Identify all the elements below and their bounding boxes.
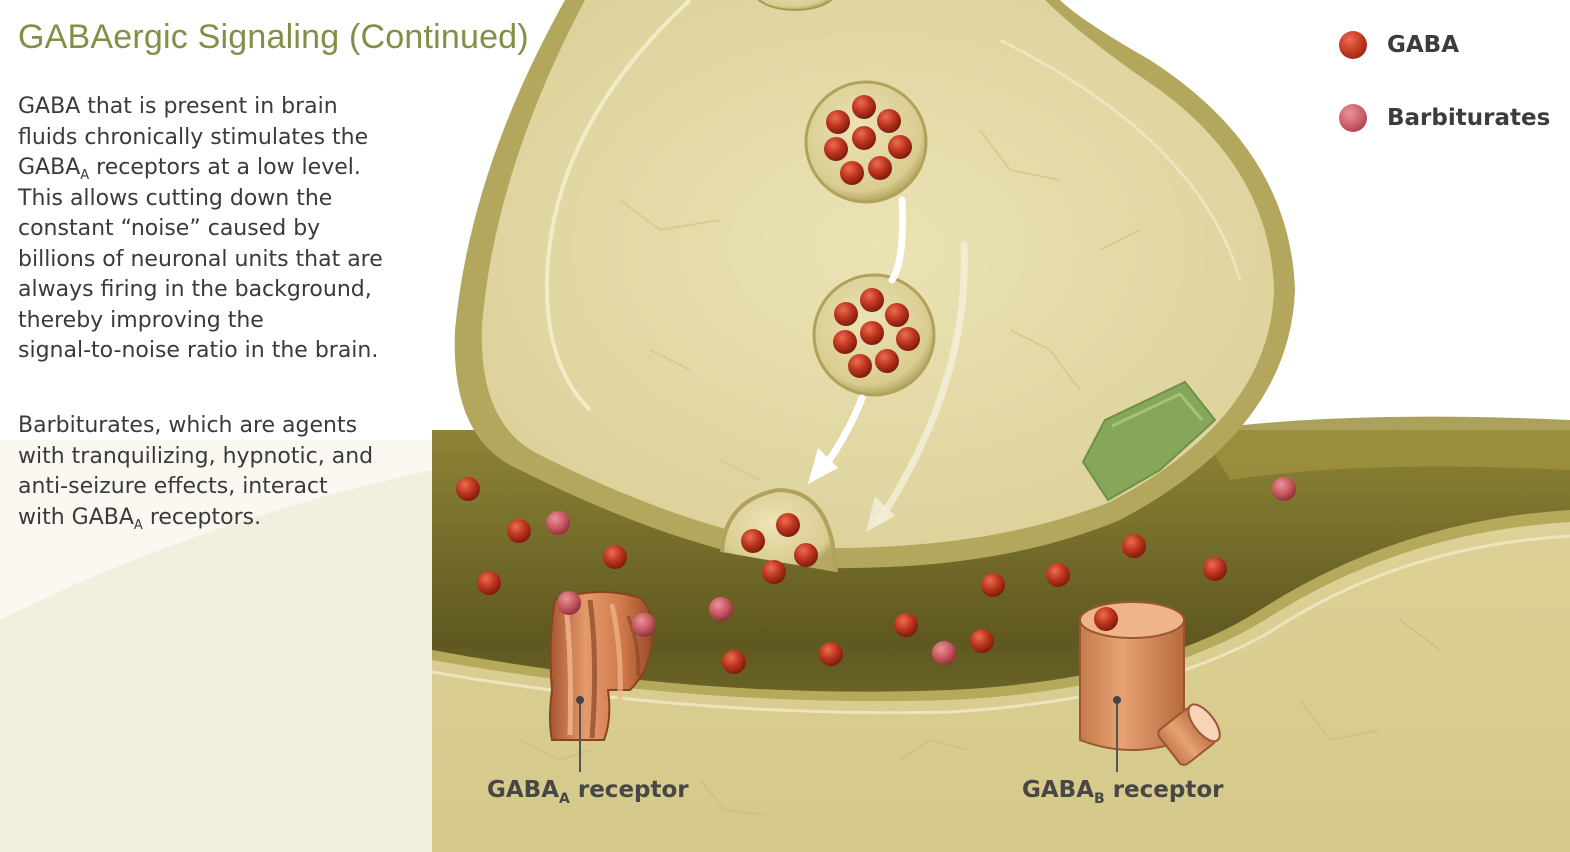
gaba-molecule-icon — [848, 354, 872, 378]
legend-item-gaba: GABA — [1339, 31, 1459, 59]
barbiturate-molecule-icon — [709, 597, 733, 621]
subscript: B — [1094, 791, 1105, 807]
gaba-molecule-icon — [741, 529, 765, 553]
gaba-molecule-icon — [888, 135, 912, 159]
gaba-molecule-icon — [1094, 607, 1118, 631]
gaba-molecule-icon — [819, 642, 843, 666]
subscript: A — [133, 517, 143, 533]
text-line: This allows cutting down the — [18, 185, 333, 211]
page-title: GABAergic Signaling (Continued) — [18, 18, 529, 56]
gaba-molecule-icon — [507, 519, 531, 543]
gaba-molecule-icon — [826, 110, 850, 134]
gaba-molecule-icon — [1203, 557, 1227, 581]
text-line: with tranquilizing, hypnotic, and — [18, 443, 374, 469]
text-line: signal-to-noise ratio in the brain. — [18, 338, 379, 363]
outer-membrane — [1200, 416, 1570, 480]
reuptake-path-arrow — [876, 241, 968, 524]
gaba-molecule-icon — [722, 650, 746, 674]
gaba-molecule-icon — [852, 95, 876, 119]
text-fragment: receptor — [569, 777, 689, 803]
text-line: anti-seizure effects, interact — [18, 474, 328, 499]
gaba-molecule-icon — [603, 545, 627, 569]
text-fragment: GABA — [487, 777, 560, 803]
gaba-molecule-icon — [840, 161, 864, 185]
barbiturate-molecules — [546, 477, 1296, 665]
label-leader-lines — [576, 696, 1121, 772]
gaba-molecule-icon — [794, 543, 818, 567]
gaba-molecule-icon — [456, 477, 480, 501]
gaba-molecule-icon — [981, 573, 1005, 597]
gaba-b-receptor-label: GABAB receptor — [1022, 777, 1224, 806]
text-fragment: GABA — [1022, 777, 1095, 803]
barbiturate-molecule-icon — [1272, 477, 1296, 501]
barbiturates-description-paragraph: Barbiturates, which are agents with tran… — [18, 411, 428, 533]
text-line: billions of neuronal units that are — [18, 246, 383, 272]
gaba-molecule-icon — [868, 156, 892, 180]
text-fragment: with GABA — [18, 504, 134, 530]
text-line: GABA that is present in brain — [18, 94, 338, 119]
barbiturate-molecule-icon — [632, 613, 656, 637]
subscript: A — [80, 168, 90, 183]
gaba-molecule-icon — [896, 327, 920, 351]
gaba-molecule-icon — [894, 613, 918, 637]
barbiturate-molecule-icon — [1339, 104, 1367, 132]
text-line: GABAA receptors at a low level. — [18, 153, 428, 184]
text-line: constant “noise” caused by — [18, 216, 321, 241]
transporter-protein — [1081, 380, 1217, 502]
arrowhead-2 — [866, 496, 895, 532]
subscript: A — [559, 791, 570, 807]
gaba-molecules — [456, 95, 1227, 674]
gaba-molecule-icon — [1122, 534, 1146, 558]
gaba-molecule-icon — [762, 560, 786, 584]
text-line: always firing in the background, — [18, 277, 372, 302]
gaba-molecule-icon — [1339, 31, 1367, 59]
text-fragment: GABA — [18, 155, 81, 180]
gaba-molecule-icon — [860, 288, 884, 312]
gaba-molecule-icon — [477, 571, 501, 595]
gaba-molecule-icon — [885, 303, 909, 327]
legend-label-barbiturates: Barbiturates — [1387, 105, 1551, 131]
gaba-molecule-icon — [860, 321, 884, 345]
gaba-molecule-icon — [1046, 563, 1070, 587]
text-fragment: receptors. — [142, 504, 262, 530]
gaba-molecule-icon — [875, 349, 899, 373]
barbiturate-molecule-icon — [557, 591, 581, 615]
gaba-a-receptor-label: GABAA receptor — [487, 777, 689, 806]
text-fragment: receptors at a low level. — [89, 155, 361, 180]
gaba-molecule-icon — [852, 126, 876, 150]
text-line: Barbiturates, which are agents — [18, 413, 358, 438]
barbiturate-molecule-icon — [546, 511, 570, 535]
gaba-molecule-icon — [877, 109, 901, 133]
text-fragment: receptor — [1104, 777, 1224, 803]
legend-label-gaba: GABA — [1387, 32, 1460, 58]
gaba-molecule-icon — [970, 629, 994, 653]
barbiturate-molecule-icon — [932, 641, 956, 665]
legend-item-barbiturates: Barbiturates — [1339, 104, 1550, 132]
gaba-molecule-icon — [834, 302, 858, 326]
text-line: with GABAA receptors. — [18, 503, 428, 534]
gaba-a-receptor — [549, 591, 654, 741]
gaba-molecule-icon — [833, 330, 857, 354]
text-line: fluids chronically stimulates the — [18, 124, 369, 150]
gaba-description-paragraph: GABA that is present in brain fluids chr… — [18, 92, 428, 367]
arrowhead-1 — [808, 448, 838, 484]
left-panel-curve — [0, 470, 432, 852]
text-line: thereby improving the — [18, 307, 264, 333]
gaba-molecule-icon — [776, 513, 800, 537]
vesicle-path-arrow — [822, 196, 907, 469]
gaba-molecule-icon — [824, 137, 848, 161]
